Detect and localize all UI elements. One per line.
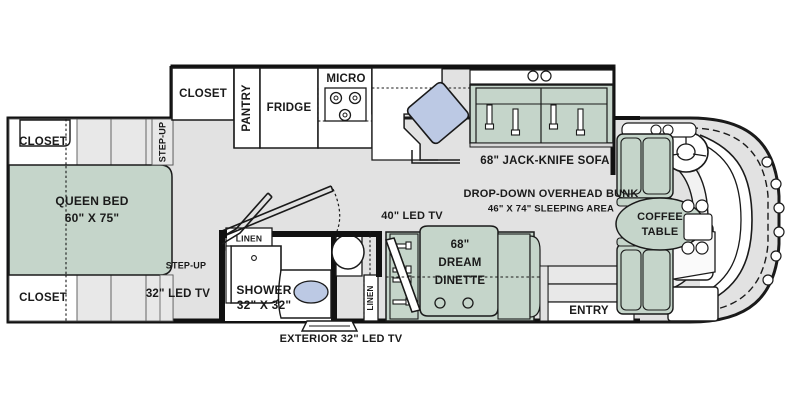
- label-closet-galley: CLOSET: [179, 88, 227, 100]
- label-pantry: PANTRY: [241, 84, 253, 131]
- cockpit-zone: [615, 122, 785, 322]
- label-dinette-name-2: DINETTE: [435, 275, 486, 287]
- bathroom-zone: [219, 185, 382, 332]
- sink-icon: [406, 81, 470, 145]
- label-closet-rear-bottom: CLOSET: [19, 292, 67, 304]
- label-linen-lower: LINEN: [366, 285, 375, 310]
- jack-knife-sofa: [469, 69, 614, 148]
- label-step-up-upper: STEP-UP: [157, 122, 167, 162]
- label-step-up-lower: STEP-UP: [166, 260, 206, 270]
- bedroom-zone: [8, 118, 174, 322]
- label-entry: ENTRY: [569, 305, 609, 317]
- label-micro: MICRO: [326, 73, 365, 85]
- label-shower: SHOWER: [236, 283, 291, 297]
- label-tv-bedroom: 32" LED TV: [146, 288, 210, 300]
- label-dinette-name-1: DREAM: [438, 257, 481, 269]
- label-jack-knife-sofa: 68" JACK-KNIFE SOFA: [480, 155, 609, 167]
- dream-dinette: [385, 225, 541, 322]
- galley-zone: [171, 67, 613, 164]
- front-cap-vents: [761, 156, 785, 286]
- label-exterior-tv: EXTERIOR 32" LED TV: [280, 333, 403, 345]
- steering-wheel-icon: [663, 131, 709, 173]
- label-coffee-table-1: COFFEE: [637, 211, 683, 223]
- label-coffee-table-2: TABLE: [642, 226, 679, 238]
- label-overhead-bunk-size: 46" X 74" SLEEPING AREA: [488, 204, 614, 215]
- entry-zone: [539, 265, 635, 322]
- label-closet-rear-top: CLOSET: [19, 136, 67, 148]
- label-overhead-bunk: DROP-DOWN OVERHEAD BUNK: [463, 188, 638, 200]
- label-dinette-size: 68": [451, 239, 470, 251]
- floorplan-labels: CLOSET CLOSET CLOSET PANTRY FRIDGE MICRO…: [19, 73, 683, 345]
- label-queen-bed-size: 60" X 75": [65, 211, 120, 225]
- label-shower-size: 32" X 32": [237, 298, 292, 312]
- label-fridge: FRIDGE: [267, 102, 312, 114]
- label-linen-upper: LINEN: [236, 233, 263, 243]
- label-tv-living: 40" LED TV: [381, 210, 443, 222]
- label-queen-bed: QUEEN BED: [55, 194, 128, 208]
